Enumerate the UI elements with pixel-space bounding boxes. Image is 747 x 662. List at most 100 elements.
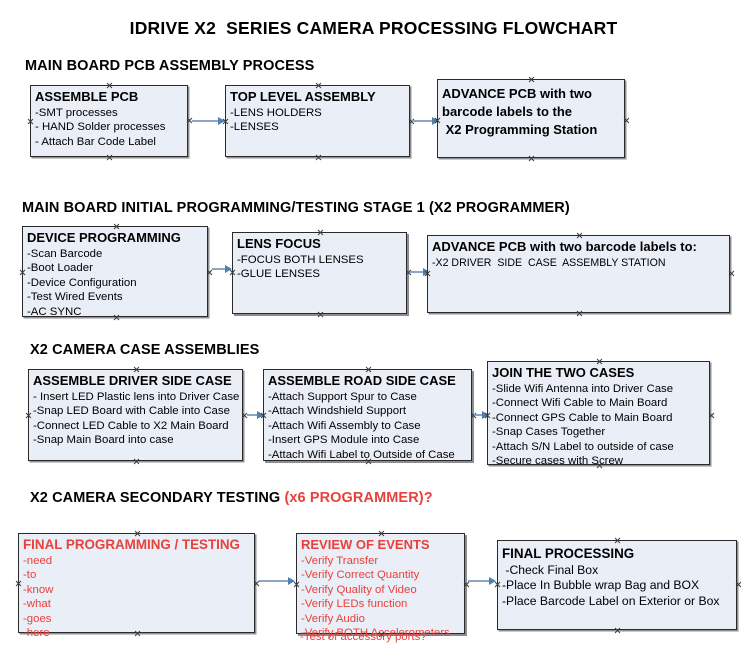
box-line: -to [23,569,37,582]
connection-handle-top[interactable] [133,366,140,373]
connection-handle-top[interactable] [134,530,141,537]
connection-handle-left[interactable] [229,269,236,276]
box-line: -FOCUS BOTH LENSES [237,253,364,266]
flow-box-review-of-events[interactable]: REVIEW OF EVENTS -Verify Transfer -Verif… [293,530,465,639]
flow-box-final-programming-testing[interactable]: FINAL PROGRAMMING / TESTING -need -to -k… [15,530,255,639]
connection-handle-top[interactable] [596,358,603,365]
connector-line [474,414,486,416]
box-line: -Place Barcode Label on Exterior or Box [502,593,720,608]
connection-handle-bottom[interactable] [576,310,583,317]
connector-line [412,120,436,122]
connection-handle-bottom[interactable] [133,458,140,465]
box-line: -Insert GPS Module into Case [268,434,420,447]
box-line: -GLUE LENSES [237,268,320,281]
connection-handle-bottom[interactable] [365,458,372,465]
connection-handle-right[interactable] [735,581,742,588]
box-line: -Scan Barcode [27,247,103,260]
box-heading: ASSEMBLE PCB [35,89,139,104]
connection-handle-top[interactable] [614,537,621,544]
connection-handle-left[interactable] [19,269,26,276]
page-title: IDRIVE X2 SERIES CAMERA PROCESSING FLOWC… [129,18,618,38]
box-heading: TOP LEVEL ASSEMBLY [230,89,376,104]
connector-arrow [489,576,496,585]
connection-handle-top[interactable] [528,76,535,83]
box-line: -AC SYNC [27,305,82,318]
connection-handle-bottom[interactable] [315,154,322,161]
box-line: -Verify Transfer [301,554,379,567]
box-line: -Snap LED Board with Cable into Case [33,405,230,418]
connection-handle-top[interactable] [576,232,583,239]
connection-handle-left[interactable] [27,118,34,125]
connector-line [468,580,493,582]
connection-handle-left[interactable] [434,117,441,124]
connector-line [410,271,428,273]
box-heading: barcode labels to the [442,104,573,119]
connection-handle-left[interactable] [260,412,267,419]
box-heading: ASSEMBLE ROAD SIDE CASE [268,373,456,388]
connection-handle-top[interactable] [365,366,372,373]
flow-box-device-programming[interactable]: DEVICE PROGRAMMING -Scan Barcode -Boot L… [19,223,208,318]
connection-handle-left[interactable] [293,581,300,588]
connection-handle[interactable] [186,117,193,124]
box-heading: ADVANCE PCB with two barcode labels to: [432,239,697,254]
connection-handle-left[interactable] [494,581,501,588]
connection-handle-top[interactable] [113,223,120,230]
connection-handle-left[interactable] [25,412,32,419]
connection-handle-right[interactable] [623,117,630,124]
flow-box-final-processing[interactable]: FINAL PROCESSING -Check Final Box -Place… [497,540,737,630]
flow-box-lens-focus[interactable]: LENS FOCUS -FOCUS BOTH LENSES -GLUE LENS… [232,232,407,314]
flow-box-assemble-road-side-case[interactable]: ASSEMBLE ROAD SIDE CASE -Attach Support … [263,369,472,461]
flow-box-advance-pcb-to-x2-programming-station[interactable]: ADVANCE PCB with two barcode labels to t… [437,79,625,158]
flow-box-top-level-assembly[interactable]: TOP LEVEL ASSEMBLY -LENS HOLDERS -LENSES [225,85,410,157]
box-line: - Insert LED Plastic lens into Driver Ca… [33,390,240,403]
connection-handle-left[interactable] [15,580,22,587]
connection-handle-left[interactable] [424,270,431,277]
box-overflow-line: -Test of accessory ports? [300,631,427,643]
box-line: -goes [23,612,52,625]
connection-handle-top[interactable] [315,82,322,89]
flow-box-advance-pcb-to-driver-side-case-assembly-station[interactable]: ADVANCE PCB with two barcode labels to: … [427,235,730,313]
connection-handle-right[interactable] [206,269,213,276]
box-line: -Connect LED Cable to X2 Main Board [33,419,229,432]
connection-handle-bottom[interactable] [113,314,120,321]
connection-handle-right[interactable] [728,270,735,277]
section-title-x2-camera-case-assemblies: X2 CAMERA CASE ASSEMBLIES [30,342,260,358]
box-line: -LENS HOLDERS [230,106,322,119]
connection-handle-top[interactable] [317,229,324,236]
connection-handle-left[interactable] [222,118,229,125]
connection-handle-bottom[interactable] [614,627,621,634]
connection-handle-left[interactable] [484,412,491,419]
section-title-text: X2 CAMERA SECONDARY TESTING [30,490,285,506]
connection-handle-right[interactable] [463,581,470,588]
connection-handle-bottom[interactable] [134,630,141,637]
box-line: -Check Final Box [502,562,599,577]
connector-arrow [288,576,295,585]
box-heading: ADVANCE PCB with two [442,86,592,101]
flow-box-assemble-pcb[interactable]: ASSEMBLE PCB -SMT processes - HAND Solde… [30,85,188,157]
flow-box-join-the-two-cases[interactable]: JOIN THE TWO CASES -Slide Wifi Antenna i… [484,358,710,467]
connection-handle-bottom[interactable] [596,462,603,469]
box-heading: ASSEMBLE DRIVER SIDE CASE [33,373,232,388]
connection-handle-bottom[interactable] [528,155,535,162]
connection-handle-bottom[interactable] [106,154,113,161]
box-line: -Slide Wifi Antenna into Driver Case [492,382,674,395]
connector-line [247,414,261,416]
connection-handle-bottom[interactable] [317,311,324,318]
connection-handle-top[interactable] [378,530,385,537]
box-line: -Device Configuration [27,276,137,289]
box-heading: X2 Programming Station [442,122,598,137]
connector-line [212,268,230,270]
box-line: -Verify LEDs function [301,598,408,611]
box-line: -Attach S/N Label to outside of case [492,440,674,453]
box-line: - Attach Bar Code Label [35,135,156,148]
box-line: -X2 DRIVER SIDE CASE ASSEMBLY STATION [432,256,666,269]
section-title-accent: (x6 PROGRAMMER)? [284,490,433,506]
connection-handle-right[interactable] [708,412,715,419]
box-line: -Verify Quality of Video [301,583,417,596]
box-line: -Boot Loader [27,262,93,275]
flow-box-assemble-driver-side-case[interactable]: ASSEMBLE DRIVER SIDE CASE - Insert LED P… [28,369,243,461]
box-line: -Connect GPS Cable to Main Board [492,411,673,424]
box-line: -Attach Wifi Assembly to Case [268,419,421,432]
connection-handle-top[interactable] [106,82,113,89]
